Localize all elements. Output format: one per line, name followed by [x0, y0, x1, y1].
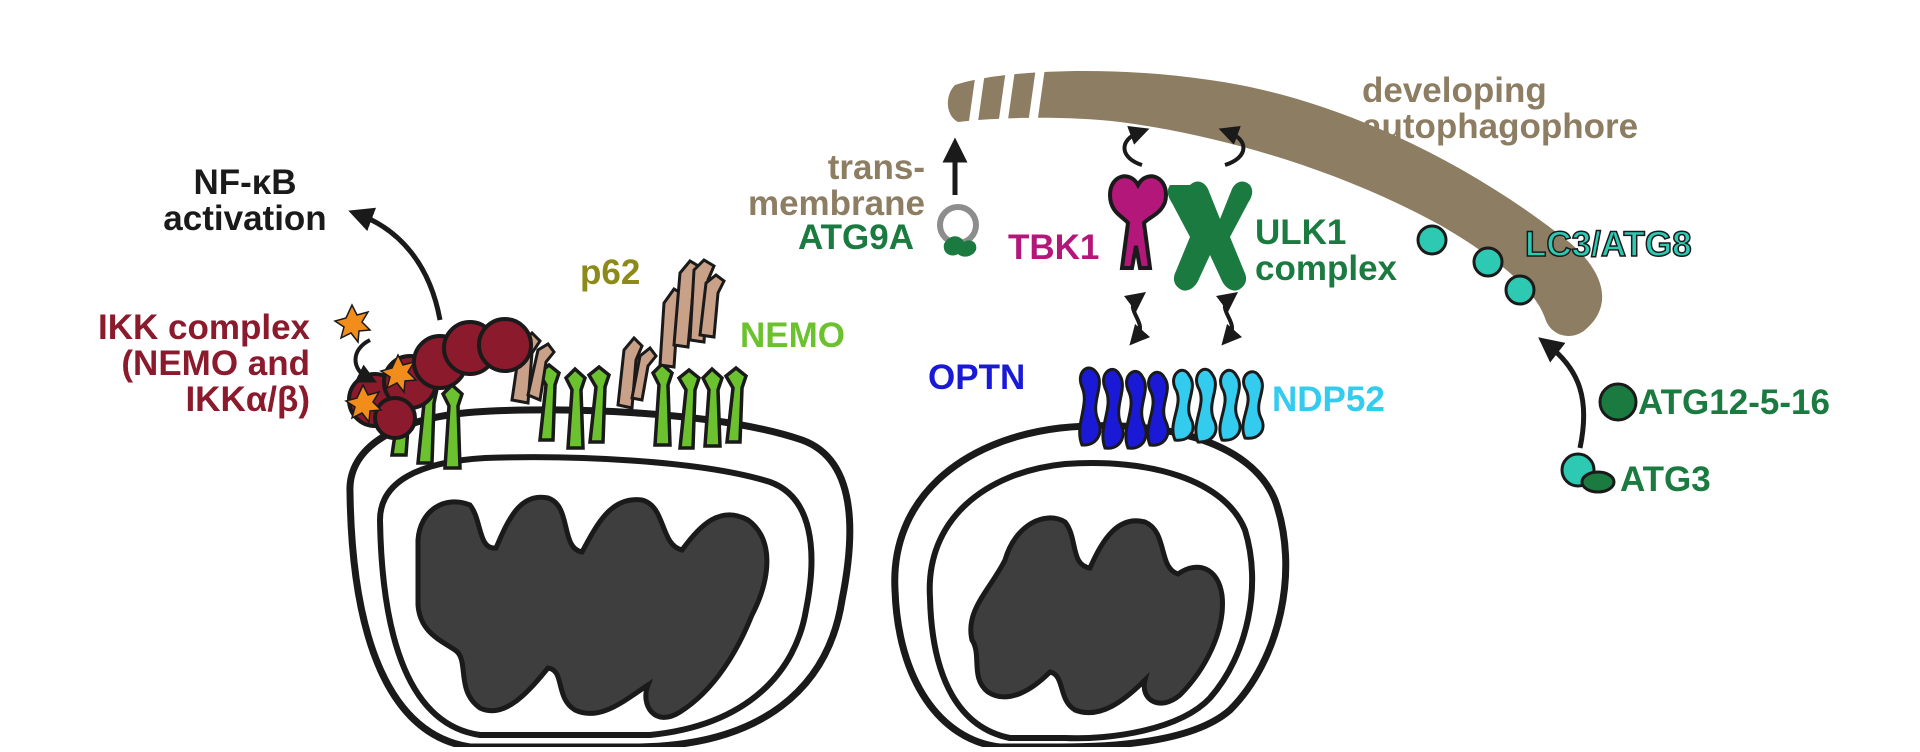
optn-label: OPTN — [928, 358, 1026, 397]
lc3-circles — [1416, 224, 1536, 306]
atg3-arrow — [1538, 337, 1587, 449]
lc3-label: LC3/ATG8 — [1524, 225, 1692, 264]
developing-line2: autophagophore — [1362, 107, 1639, 146]
atg3-shape — [1560, 452, 1616, 494]
nemo-label: NEMO — [740, 316, 845, 355]
ulk1-label: ULK1 complex — [1255, 215, 1397, 287]
nfkb-activation-label: NF-κB activation — [140, 165, 350, 237]
ulk1-protein — [1167, 181, 1253, 291]
atg9a-vesicle — [937, 204, 979, 257]
trans-line1: trans- — [827, 148, 925, 187]
atg9a-label: ATG9A — [798, 218, 915, 257]
ikk-line1: IKK complex — [98, 308, 310, 347]
right-mitochondrion — [891, 422, 1290, 751]
ulk1-line1: ULK1 — [1255, 213, 1347, 252]
trans-line2: membrane — [747, 184, 925, 223]
transmembrane-label: trans- membrane — [720, 150, 925, 222]
left-mitochondrion — [346, 406, 854, 751]
ikk-line2: (NEMO and — [121, 344, 310, 383]
ikk-complex-label: IKK complex (NEMO and IKKα/β) — [60, 310, 310, 418]
atg12-label: ATG12-5-16 — [1638, 383, 1830, 422]
tbk1-protein — [1107, 174, 1169, 270]
autophagophore-membrane — [947, 68, 1603, 337]
atg3-label: ATG3 — [1620, 460, 1711, 499]
nfkb-line2: activation — [163, 199, 327, 238]
ikk-line3: IKKα/β) — [185, 380, 310, 419]
bidirectional-arrows — [1123, 291, 1243, 346]
optn-proteins — [1078, 366, 1170, 450]
nfkb-arrow — [348, 207, 443, 321]
phospho-stars — [333, 303, 418, 424]
phosphorylation-arrow — [353, 338, 377, 383]
ndp52-proteins — [1171, 367, 1265, 444]
ulk1-curve-arrow — [1218, 126, 1246, 167]
ndp52-label: NDP52 — [1272, 380, 1385, 419]
tbk1-curve-arrow — [1122, 126, 1150, 167]
nfkb-line1: NF-κB — [193, 163, 297, 202]
p62-label: p62 — [580, 253, 641, 292]
developing-line1: developing — [1362, 71, 1547, 110]
developing-autophagophore-label: developing autophagophore — [1362, 73, 1638, 145]
ulk1-line2: complex — [1255, 249, 1397, 288]
atg12-circle — [1598, 382, 1638, 422]
tbk1-label: TBK1 — [1008, 228, 1100, 267]
